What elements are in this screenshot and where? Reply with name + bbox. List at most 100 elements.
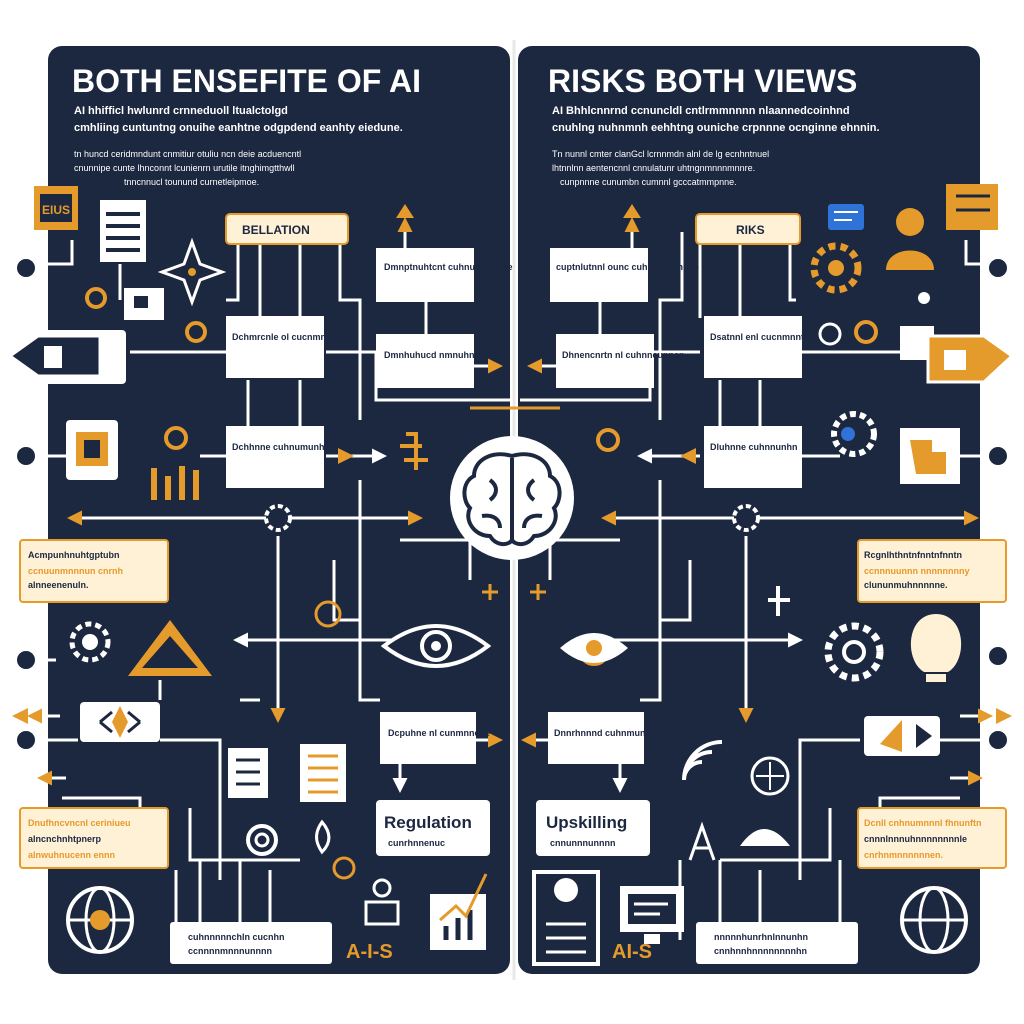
right-intro2-line: Tn nunnl cmter clanGcl lcrnnmdn alnl de … <box>552 149 769 159</box>
gear-icon-center <box>82 634 98 650</box>
right-intro: AI Bhhlcnnrnd ccnuncldl cntlrmmnnnn nlaa… <box>552 105 880 187</box>
right-tag-label: RIKS <box>736 223 765 237</box>
badge-person-head <box>554 878 578 902</box>
arrow-icon <box>338 448 354 464</box>
frame-icon-inner <box>134 296 148 308</box>
code-bracket-glyph <box>99 710 141 734</box>
left-title: BOTH ENSEFITE OF AI <box>72 63 421 99</box>
left-callout-line: Acmpunhnuhtgptubn <box>28 550 119 560</box>
dollar-icon <box>596 428 620 452</box>
left-box-text: Dchhnne cuhnumunhn <box>232 442 330 452</box>
tag-flag-icon <box>926 334 1015 384</box>
left-box-text: Dmnhuhucd nmnuhnnen <box>384 350 490 360</box>
gear-icon <box>831 411 877 457</box>
up-arrow-icon <box>396 204 414 218</box>
left-intro-line: AI hhifficl hwlunrd crnneduoll ltualctol… <box>74 105 288 117</box>
wifi-icon <box>682 740 723 781</box>
monitor-lines <box>634 902 668 916</box>
right-box-frame <box>548 712 644 764</box>
right-upskilling-label: Upskilling <box>546 813 627 832</box>
right-footer: AI-S <box>612 941 652 963</box>
eye-icon-right-pupil <box>586 640 602 656</box>
decor-arrows <box>12 204 1012 724</box>
left-intro2-line: tnncnnucl tounund curnetleipmoe. <box>124 177 259 187</box>
target-icon <box>15 729 37 751</box>
right-box-text: cuptnlutnnl ounc cuhnuhmnnune <box>556 262 699 272</box>
right-intro2-line: cunpnnne cunumbn cumnnl gcccatmmpnne. <box>560 177 737 187</box>
right-bottom-line: nnnnnhunrhnlnnunhn <box>714 932 808 942</box>
edge-dots <box>15 257 1009 751</box>
right-callout: Dcnll cnhnumnnnl fhnunftn cnnnlnnnuhnnnn… <box>857 807 1007 869</box>
target-icon <box>15 257 37 279</box>
bars-icon <box>151 466 199 500</box>
right-bottom-frame <box>696 922 858 964</box>
left-icons: EIUS <box>7 186 498 954</box>
plus-icon <box>530 584 546 600</box>
document-line <box>106 212 140 216</box>
right-callout-box <box>857 539 1007 603</box>
left-callout-line: Dnufhncvncnl ceriniueu <box>28 818 131 828</box>
right-box-frame <box>704 426 802 488</box>
ring-icon <box>818 322 842 346</box>
eye-icon <box>380 624 492 668</box>
right-intro-line: AI Bhhlcnnrnd ccnuncldl cntlrmmnnnn nlaa… <box>552 105 850 117</box>
plus-icon <box>482 584 498 600</box>
left-callout-line: alnneenenuln. <box>28 580 89 590</box>
left-regulation-frame <box>376 800 490 856</box>
left-callout: Dnufhncvncnl ceriniueu alncnchnhtpnerp a… <box>19 807 169 869</box>
left-box: Dmnptnuhtcnt cuhnuenuuune <box>376 248 512 302</box>
left-box: Dchhnne cuhnumunhn <box>226 426 330 488</box>
right-box: Dnnrhnnnd cuhnmunfnne <box>548 712 664 764</box>
user-icon-body <box>886 250 934 270</box>
gear-icon <box>69 621 111 663</box>
left-box-text: Dcpuhne nl cunmnncne <box>388 728 490 738</box>
person-icon <box>372 878 392 898</box>
left-box: Dmnhuhucd nmnuhnnen <box>376 334 490 388</box>
right-title: RISKS BOTH VIEWS <box>548 63 857 99</box>
left-box: Dchmrcnle ol cucnmnntne <box>226 316 345 378</box>
right-tag: RIKS <box>695 213 801 245</box>
user-icon <box>896 208 924 236</box>
right-callout-line: ccnnnuunnn nnnnnnnny <box>864 566 969 576</box>
label-box-icon-text: EIUS <box>42 203 70 217</box>
right-box: Dluhnne cuhnnunhn <box>704 426 802 488</box>
left-bottom-frame <box>170 922 332 964</box>
left-box-text: Dmnptnuhtcnt cuhnuenuuune <box>384 262 512 272</box>
right-box: Dsatnnl enl cucnmnntne <box>704 316 815 378</box>
checklist-icon <box>946 184 998 230</box>
list-doc-lines <box>236 758 260 786</box>
gear-icon-center <box>842 640 866 664</box>
left-box-frame <box>226 316 324 378</box>
flame-icon <box>315 819 331 855</box>
right-callout-line: cnnnlnnnuhnnnnnnnnle <box>864 834 967 844</box>
right-box-text: Dluhnne cuhnnunhn <box>710 442 797 452</box>
left-box-frame <box>376 248 474 302</box>
lock-icon <box>314 600 342 628</box>
ring-icon <box>185 321 207 343</box>
document-line <box>106 248 140 252</box>
left-callout-box <box>19 539 169 603</box>
lightbulb-base <box>926 674 946 682</box>
left-intro2-line: tn huncd ceridmndunt cnmitiur otuliu ncn… <box>74 149 301 159</box>
left-regulation-sub: cunrhnnenuc <box>388 838 445 848</box>
right-bottom-box: nnnnnhunrhnlnnunhn cnnhnnhnnnnnnnnhn <box>696 922 858 964</box>
compass-needle <box>756 762 784 790</box>
chat-bubble-lines <box>834 211 858 221</box>
right-box-text: Dsatnnl enl cucnmnntne <box>710 332 815 342</box>
compass-icon <box>750 756 790 796</box>
brain-emblem <box>450 436 574 560</box>
eye-pupil-center <box>431 641 441 651</box>
ring-icon <box>854 320 878 344</box>
right-box-frame <box>550 248 648 302</box>
gear-icon-center <box>828 260 844 276</box>
circle-icon <box>85 287 107 309</box>
lightbulb-icon <box>910 614 962 672</box>
right-bottom-line: cnnhnnhnnnnnnnnhn <box>714 946 807 956</box>
left-box-frame <box>376 334 474 388</box>
play-box-arrow <box>916 724 932 748</box>
helmet-icon <box>740 829 790 846</box>
sparkle-icon <box>157 237 227 307</box>
left-intro-line: cmhliing cuntuntng onuihe eanhtne odgpde… <box>74 122 403 134</box>
left-callout: Acmpunhnuhtgptubn ccnuunmnnnun cnrnh aln… <box>19 539 169 603</box>
